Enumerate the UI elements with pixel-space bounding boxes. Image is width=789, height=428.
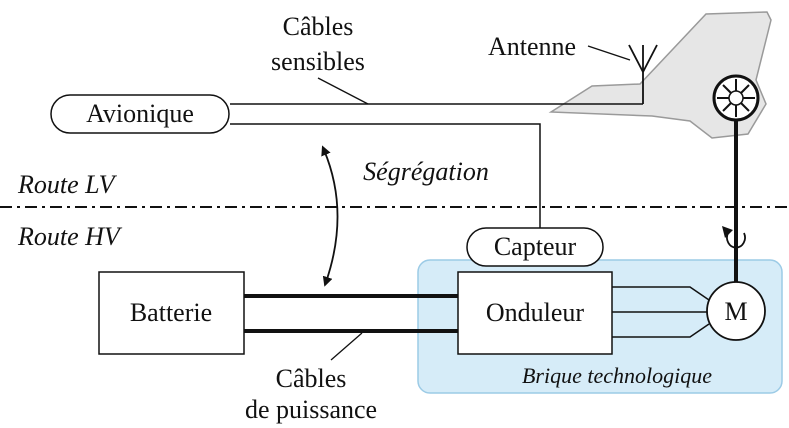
batterie-box <box>98 271 245 355</box>
cables-sensibles-leader <box>317 77 369 105</box>
avionique-label: Avionique <box>86 99 194 128</box>
propeller-icon <box>712 74 760 122</box>
power-cables <box>244 294 458 333</box>
antenna-icon <box>628 44 658 104</box>
segregation-label: Ségrégation <box>363 157 489 186</box>
capteur-box <box>466 227 604 267</box>
motor-label: M <box>724 297 747 326</box>
three-phase-link <box>612 286 710 338</box>
cables-puissance-label-2: de puissance <box>245 395 377 424</box>
rotation-icon <box>726 232 746 249</box>
onduleur-label: Onduleur <box>486 298 585 327</box>
antenne-label: Antenne <box>488 32 576 61</box>
motor-circle <box>706 281 766 341</box>
brique-label: Brique technologique <box>522 363 712 388</box>
route-lv-label: Route LV <box>17 170 118 199</box>
cables-puissance-label-1: Câbles <box>276 364 347 393</box>
sensitive-cables <box>230 103 643 228</box>
segregation-arrow <box>321 145 339 287</box>
cables-sensibles-label-1: Câbles <box>283 12 354 41</box>
route-hv-label: Route HV <box>17 222 123 251</box>
onduleur-box <box>457 271 613 355</box>
capteur-label: Capteur <box>494 232 577 261</box>
batterie-label: Batterie <box>130 298 212 327</box>
rotation-arrowhead <box>722 226 733 238</box>
avionique-box <box>50 94 230 134</box>
cables-puissance-leader <box>330 332 363 361</box>
antenne-leader <box>587 45 631 61</box>
cables-sensibles-label-2: sensibles <box>271 47 365 76</box>
